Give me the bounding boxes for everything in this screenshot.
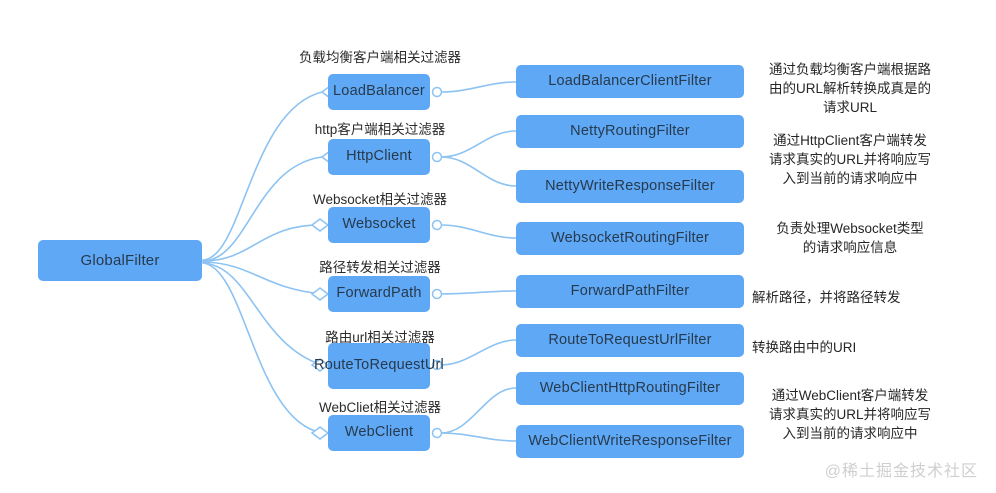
branch-label-httpclient: http客户端相关过滤器 (314, 122, 446, 137)
filter-node-webclienthttproutingfilter[interactable]: WebClientHttpRoutingFilter (516, 372, 744, 405)
branch-node-webclient[interactable]: WebClient (328, 415, 430, 451)
description-webclient: 通过WebClient客户端转发 请求真实的URL并将响应写 入到当前的请求响应… (768, 388, 931, 442)
branch-node-label: ForwardPath (336, 285, 422, 302)
branch-node-label: HttpClient (346, 148, 412, 165)
description-httpclient: 通过HttpClient客户端转发 请求真实的URL并将响应写 入到当前的请求响… (768, 133, 931, 187)
branch-node-loadbalancer[interactable]: LoadBalancer (328, 74, 430, 110)
branch-label-routetorequesturl: 路由url相关过滤器 (325, 330, 435, 345)
link-forwardpath-filter1 (440, 290, 517, 295)
watermark: @稀土掘金技术社区 (824, 463, 978, 480)
root-node-globalfilter[interactable]: GlobalFilter (38, 240, 202, 281)
link-webclient-filter2 (440, 432, 517, 442)
branch-node-forwardpath[interactable]: ForwardPath (328, 276, 430, 312)
description-routetorequesturl: 转换路由中的URI (752, 340, 857, 355)
filter-node-routetorequesturlfilter[interactable]: RouteToRequestUrlFilter (516, 324, 744, 357)
filter-node-label: ForwardPathFilter (570, 282, 690, 299)
filter-node-label: NettyWriteResponseFilter (545, 177, 715, 194)
link-httpclient-filter2 (440, 156, 517, 187)
branch-node-label: WebClient (344, 424, 414, 441)
link-loadbalancer-filter1 (440, 81, 517, 93)
description-websocket: 负责处理Websocket类型 的请求响应信息 (776, 221, 924, 256)
branch-label-webclient: WebCliet相关过滤器 (318, 400, 442, 415)
filter-node-forwardpathfilter[interactable]: ForwardPathFilter (516, 275, 744, 308)
branch-label-loadbalancer: 负载均衡客户端相关过滤器 (299, 50, 461, 65)
branch-label-websocket: Websocket相关过滤器 (312, 192, 448, 207)
filter-node-websocketroutingfilter[interactable]: WebsocketRoutingFilter (516, 222, 744, 255)
filter-node-loadbalancerclientfilter[interactable]: LoadBalancerClientFilter (516, 65, 744, 98)
filter-node-label: WebClientWriteResponseFilter (528, 432, 732, 449)
filter-node-label: NettyRoutingFilter (570, 122, 690, 139)
branch-node-httpclient[interactable]: HttpClient (328, 139, 430, 175)
description-forwardpath: 解析路径，并将路径转发 (752, 290, 901, 305)
filter-node-label: LoadBalancerClientFilter (548, 72, 712, 89)
filter-node-nettywriteresponsefilter[interactable]: NettyWriteResponseFilter (516, 170, 744, 203)
link-root-httpclient (202, 156, 323, 262)
branch-node-websocket[interactable]: Websocket (328, 207, 430, 243)
link-root-routetorequesturl (202, 262, 323, 366)
filter-node-label: RouteToRequestUrlFilter (548, 331, 712, 348)
branch-node-label: Websocket (342, 216, 416, 233)
filter-node-nettyroutingfilter[interactable]: NettyRoutingFilter (516, 115, 744, 148)
branch-node-label: RouteToRequestUrl (314, 357, 444, 374)
branch-label-forwardpath: 路径转发相关过滤器 (319, 260, 441, 275)
root-node-label: GlobalFilter (80, 251, 160, 269)
link-websocket-filter1 (440, 224, 517, 239)
filter-node-webclientwriteresponsefilter[interactable]: WebClientWriteResponseFilter (516, 425, 744, 458)
filter-node-label: WebClientHttpRoutingFilter (539, 379, 721, 396)
branch-node-routetorequesturl[interactable]: RouteToRequestUrl (314, 343, 444, 389)
description-loadbalancer: 通过负载均衡客户端根据路 由的URL解析转换成真是的 请求URL (768, 62, 931, 116)
filter-node-label: WebsocketRoutingFilter (550, 229, 710, 246)
branch-node-label: LoadBalancer (333, 83, 425, 100)
